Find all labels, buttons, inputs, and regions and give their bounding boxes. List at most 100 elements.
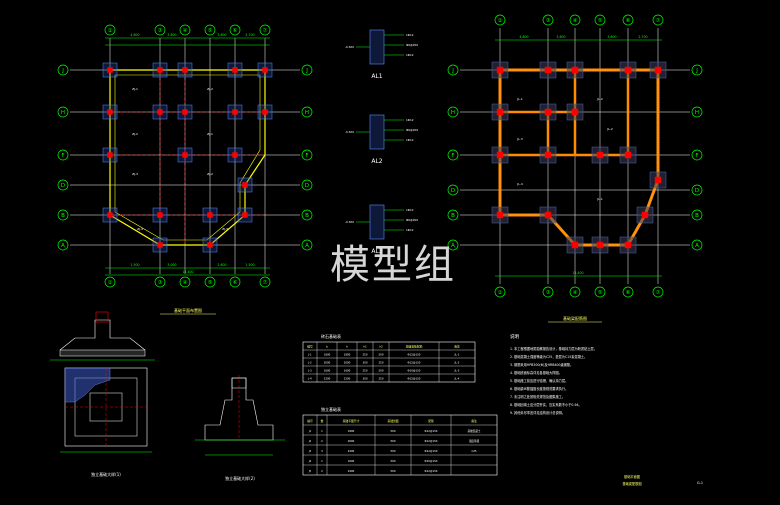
table-cell: Φ12@150 [425,469,438,473]
dim-text: 3,600 [167,33,176,37]
axis-bubble [229,24,241,36]
table-cell: 300 [363,361,368,365]
axis-label: H [305,110,309,116]
axis-bubble [652,14,664,26]
detail-caption: 独立基础大样(2) [225,475,255,481]
axis-bubble [204,24,216,36]
foundation-wall-inner [114,74,261,241]
axis-bubble [57,239,69,251]
column [571,108,579,116]
table-cell: 2000 [344,361,351,365]
column [232,109,238,115]
dim-text: 3,000 [167,263,176,267]
axis-bubble [691,64,703,76]
axis-label: B [451,213,455,219]
title-block-name: 基础梁配筋图 [622,481,641,486]
axis-bubble [301,179,313,191]
table-header: h [346,345,348,349]
detail-label: AL3 [371,248,382,255]
axis-label: ① [108,280,113,286]
column [496,151,504,159]
table-cell: 1600 [348,459,355,463]
table-cell: 基础混凝土 [468,429,481,433]
beam-tag: JL-4 [516,182,523,186]
table-cell: 1 [321,429,323,433]
table-title: 砖石基础表 [321,333,341,339]
axis-label: D [695,188,699,194]
footing-tag: ZJ-4 [137,227,143,231]
column [596,241,604,249]
table-header: 备注 [454,345,460,349]
table-cell: 1800 [348,429,355,433]
axis-bubble [594,286,606,298]
notes-line: 6. 基础梁纵筋锚固长度按规范要求执行。 [510,386,568,391]
rebar-note: 1Φ12 [406,138,414,142]
axis-label: F [61,153,64,159]
section-block [369,114,385,150]
table-header: 基础平面尺寸 [343,419,360,423]
axis-bubble [542,286,554,298]
column [242,212,248,218]
beam-tag: JL-1 [596,197,603,201]
column [207,242,213,248]
axis-bubble [691,239,703,251]
axis-label: A [61,243,65,249]
table-cell: J-1 [307,353,312,357]
axis-bubble [447,106,459,118]
axis-label: F [695,153,698,159]
beam-hatch [499,69,659,246]
table-cell: J4 [308,459,312,463]
axis-bubble [542,14,554,26]
beam-tag: JL-1 [516,97,523,101]
notes-line: 2. 基础混凝土强度等级为C25，垫层为C15素混凝土。 [510,354,587,359]
table-cell: J-2 [307,361,312,365]
dim-text: 2,700 [638,35,647,39]
table-cell: 300 [363,377,368,381]
axis-bubble [447,64,459,76]
axis-label: B [305,213,309,219]
axis-bubble [57,179,69,191]
axis-bubble [301,64,313,76]
axis-bubble [259,24,271,36]
notes-line: 8. 基础回填土应分层夯实，压实系数不小于0.94。 [510,402,582,407]
table-cell: J-3 [307,369,312,373]
axis-bubble [652,286,664,298]
column [544,108,552,116]
dim-text: 3,600 [556,35,565,39]
axis-label: D [451,188,455,194]
table-cell: Φ12@150 [425,439,438,443]
table-cell: 250 [363,353,368,357]
axis-label: H [695,110,699,116]
table-cell: J2 [308,439,312,443]
table-cell: 250 [379,361,384,365]
table-cell: 2 [321,469,323,473]
axis-bubble [204,276,216,288]
table-header: 编号 [307,419,313,423]
notes-line: 1. 本工程根据地质勘察报告设计，基础持力层为粉质粘土层。 [510,346,597,351]
column [157,212,163,218]
column [232,67,238,73]
table-cell: 500 [391,469,396,473]
plan-title: 基础梁配筋图 [563,315,587,321]
title-block-name: 基础平面图 [624,474,640,479]
axis-bubble [301,209,313,221]
axis-label: ⑥ [233,28,238,34]
table-cell: 500 [391,429,396,433]
table-cell: JL-4 [454,377,460,381]
axis-bubble [691,184,703,196]
axis-label: ⑥ [626,290,631,296]
footing-base [59,349,146,357]
dim-text: 14,400 [572,271,583,275]
elevation-note: -0.300 [345,45,354,49]
axis-bubble [301,239,313,251]
column [262,109,268,115]
table-cell: 250 [363,369,368,373]
axis-label: D [305,183,309,189]
table-header: b [326,345,328,349]
beam-tag: JL-2 [596,97,603,101]
beam-tag: JL-2 [606,127,613,131]
axis-bubble [154,24,166,36]
table-cell: 2000 [348,439,355,443]
table-cell: 1800 [324,353,331,357]
footing-tag: ZJ-3 [222,227,228,231]
